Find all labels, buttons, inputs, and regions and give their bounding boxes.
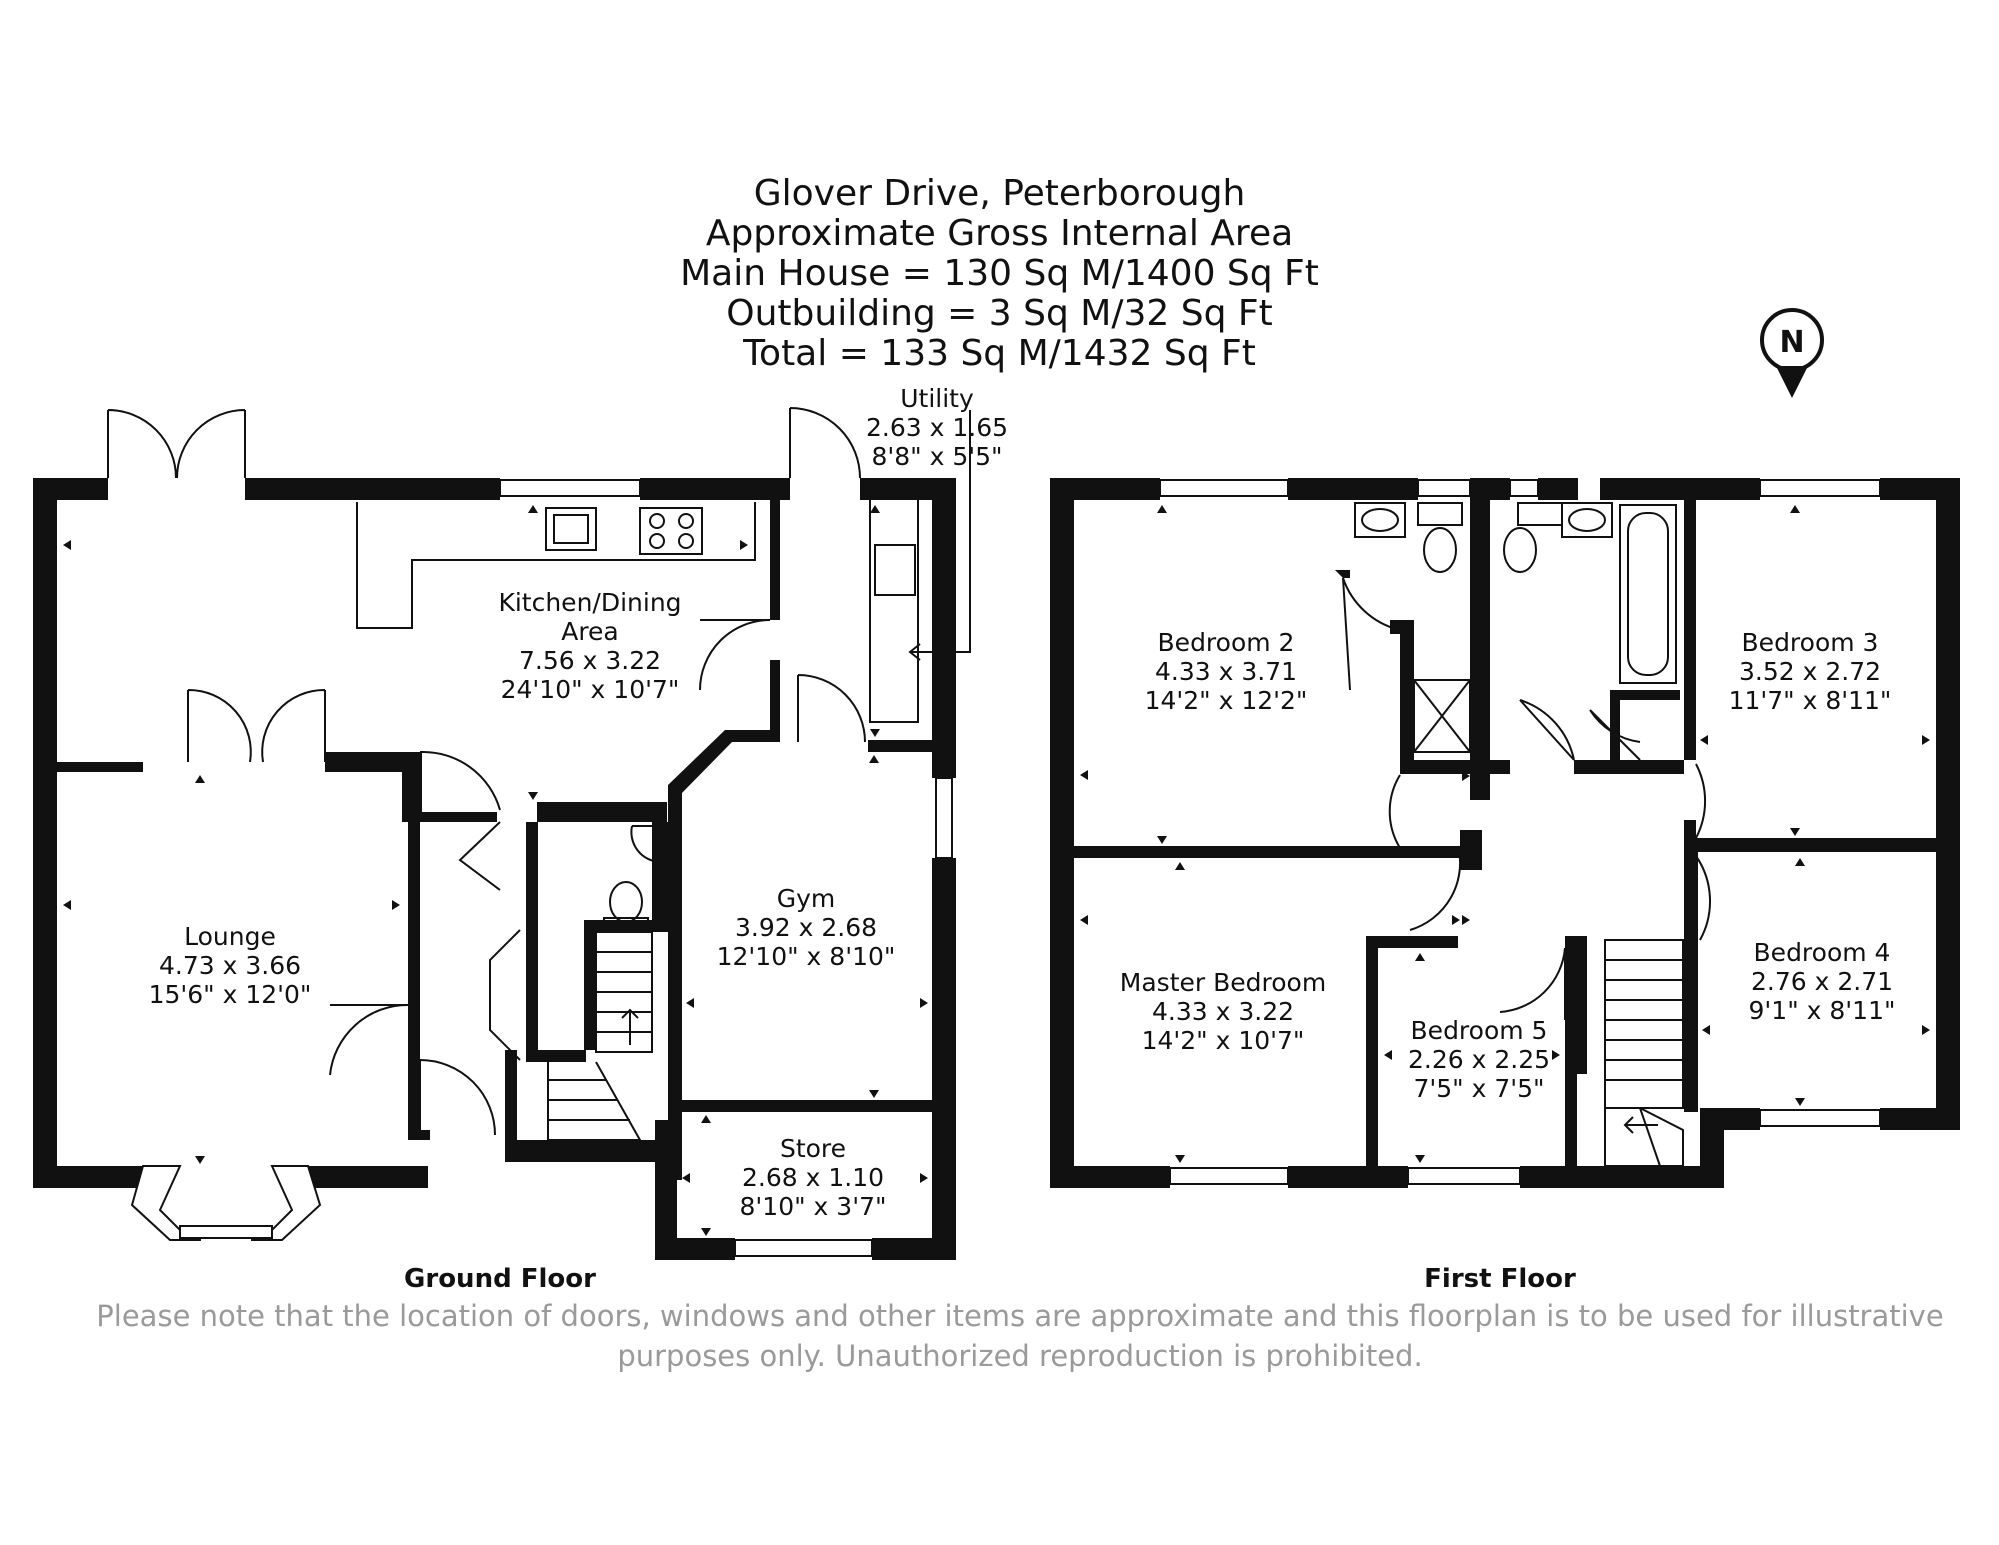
plan-title: Glover Drive, Peterborough (753, 173, 1246, 214)
room-label-master-bedroom: Master Bedroom 4.33 x 3.22 14'2" x 10'7" (1119, 968, 1327, 1055)
north-compass-icon: N (1760, 308, 1824, 398)
room-label-bedroom-4: Bedroom 4 2.76 x 2.71 9'1" x 8'11" (1748, 938, 1896, 1025)
ground-floor-plan (33, 407, 971, 1260)
disclaimer-note: Please note that the location of doors, … (96, 1299, 1944, 1373)
area-heading: Approximate Gross Internal Area (705, 213, 1294, 254)
compass-letter: N (1779, 325, 1804, 360)
room-label-store: Store 2.68 x 1.10 8'10" x 3'7" (739, 1134, 887, 1221)
room-label-kitchen: Kitchen/Dining Area 7.56 x 3.22 24'10" x… (498, 588, 682, 704)
main-house-area: Main House = 130 Sq M/1400 Sq Ft (680, 253, 1319, 294)
room-label-bedroom-2: Bedroom 2 4.33 x 3.71 14'2" x 12'2" (1144, 628, 1308, 715)
room-label-gym: Gym 3.92 x 2.68 12'10" x 8'10" (716, 884, 896, 971)
first-floor-plan (1050, 478, 1960, 1188)
room-label-lounge: Lounge 4.73 x 3.66 15'6" x 12'0" (148, 922, 312, 1009)
outbuilding-area: Outbuilding = 3 Sq M/32 Sq Ft (726, 293, 1273, 334)
first-floor-title: First Floor (1424, 1264, 1576, 1294)
ground-floor-title: Ground Floor (404, 1264, 596, 1294)
room-label-bedroom-3: Bedroom 3 3.52 x 2.72 11'7" x 8'11" (1728, 628, 1892, 715)
room-label-utility: Utility 2.63 x 1.65 8'8" x 5'5" (865, 384, 1009, 471)
total-area: Total = 133 Sq M/1432 Sq Ft (743, 333, 1256, 374)
room-label-bedroom-5: Bedroom 5 2.26 x 2.25 7'5" x 7'5" (1407, 1016, 1551, 1103)
